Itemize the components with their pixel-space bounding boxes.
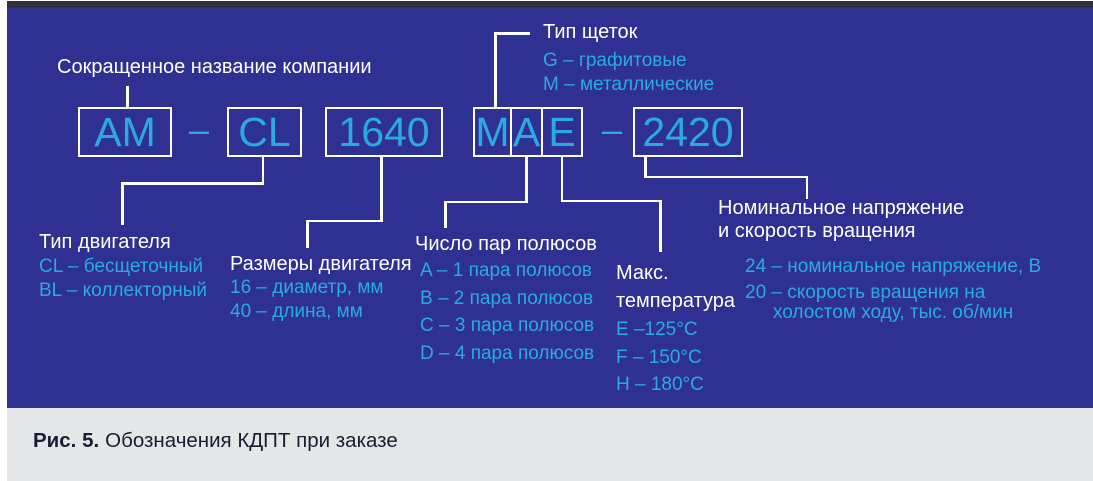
voltage-item: холостом ходу, тыс. об/мин [773, 302, 1014, 323]
temperature-item: E –125°C [616, 319, 698, 340]
connector-poles-v1 [525, 157, 528, 203]
figure-caption: Рис. 5.Обозначения КДПТ при заказе [33, 429, 398, 453]
connector-temperature-h [560, 199, 662, 202]
poles-title: Число пар полюсов [415, 233, 597, 255]
motor-type-item: CL – бесщеточный [39, 256, 204, 277]
voltage-title-line: и скорость вращения [718, 219, 916, 242]
code-box-poles: A [510, 107, 543, 157]
voltage-title: Номинальное напряжение и скорость вращен… [718, 197, 964, 242]
connector-brush-vertical [494, 32, 497, 107]
poles-item: C – 3 пара полюсов [420, 315, 595, 336]
poles-item: B – 2 пара полюсов [420, 287, 594, 309]
temperature-title-line: Макс. [616, 262, 669, 284]
temperature-item: H – 180°C [616, 374, 704, 395]
connector-motor-type-h [121, 182, 264, 185]
code-dash-2: – [601, 109, 623, 150]
brush-list: G – графитовые M – металлические [543, 49, 714, 97]
connector-poles-v2 [444, 200, 447, 228]
connector-voltage-v2 [805, 175, 808, 199]
diagram-panel-background [7, 8, 1093, 408]
motor-type-list: CL – бесщеточный BL – коллекторный [39, 255, 207, 303]
company-label: Сокращенное название компании [57, 56, 372, 78]
connector-motor-type-v2 [121, 182, 124, 225]
code-box-brush: M [473, 107, 512, 157]
voltage-item: 20 – скорость вращения на [745, 282, 986, 303]
dimensions-title: Размеры двигателя [230, 253, 412, 275]
code-box-voltage-speed: 2420 [633, 107, 743, 157]
temperature-list: E –125°C F – 150°C H – 180°C [616, 316, 704, 399]
connector-poles-h [444, 200, 528, 203]
connector-dimensions-h [306, 219, 383, 222]
code-box-motor-type: CL [227, 107, 302, 157]
motor-type-title: Тип двигателя [39, 231, 171, 253]
dimensions-list: 16 – диаметр, мм 40 – длина, мм [230, 276, 383, 324]
temperature-item: F – 150°C [616, 346, 702, 368]
brush-title: Тип щеток [543, 21, 638, 43]
temperature-title: Макс. температура [616, 260, 735, 315]
voltage-title-line: Номинальное напряжение [718, 197, 965, 219]
code-dash-1: – [188, 109, 210, 150]
connector-motor-type-v1 [261, 157, 264, 184]
temperature-title-line: температура [616, 289, 735, 312]
connector-brush-horizontal [494, 32, 530, 35]
figure-caption-number: Рис. 5. [33, 429, 100, 452]
connector-dimensions-v1 [380, 157, 383, 222]
connector-voltage-h [644, 175, 808, 178]
brush-item: G – графитовые [543, 50, 687, 71]
poles-item: D – 4 пара полюсов [420, 342, 595, 364]
top-border-bar [7, 1, 1093, 8]
voltage-item: 24 – номинальное напряжение, В [745, 256, 1042, 277]
connector-company-tick [126, 86, 129, 107]
code-box-company: AM [78, 107, 172, 157]
connector-temperature-v2 [659, 199, 662, 252]
poles-list: A – 1 пара полюсов B – 2 пара полюсов C … [420, 257, 594, 367]
poles-item: A – 1 пара полюсов [420, 260, 593, 281]
code-box-dimensions: 1640 [325, 107, 443, 157]
dimensions-item: 40 – длина, мм [230, 301, 363, 322]
connector-voltage-v1 [644, 157, 647, 178]
figure-caption-text: Обозначения КДПТ при заказе [105, 429, 398, 452]
brush-item: M – металлические [543, 74, 715, 95]
dimensions-item: 16 – диаметр, мм [230, 277, 384, 298]
code-box-temperature: E [541, 107, 583, 157]
connector-dimensions-v2 [306, 219, 309, 248]
motor-type-item: BL – коллекторный [39, 280, 207, 301]
connector-temperature-v1 [560, 157, 563, 202]
caption-bar [7, 408, 1093, 481]
